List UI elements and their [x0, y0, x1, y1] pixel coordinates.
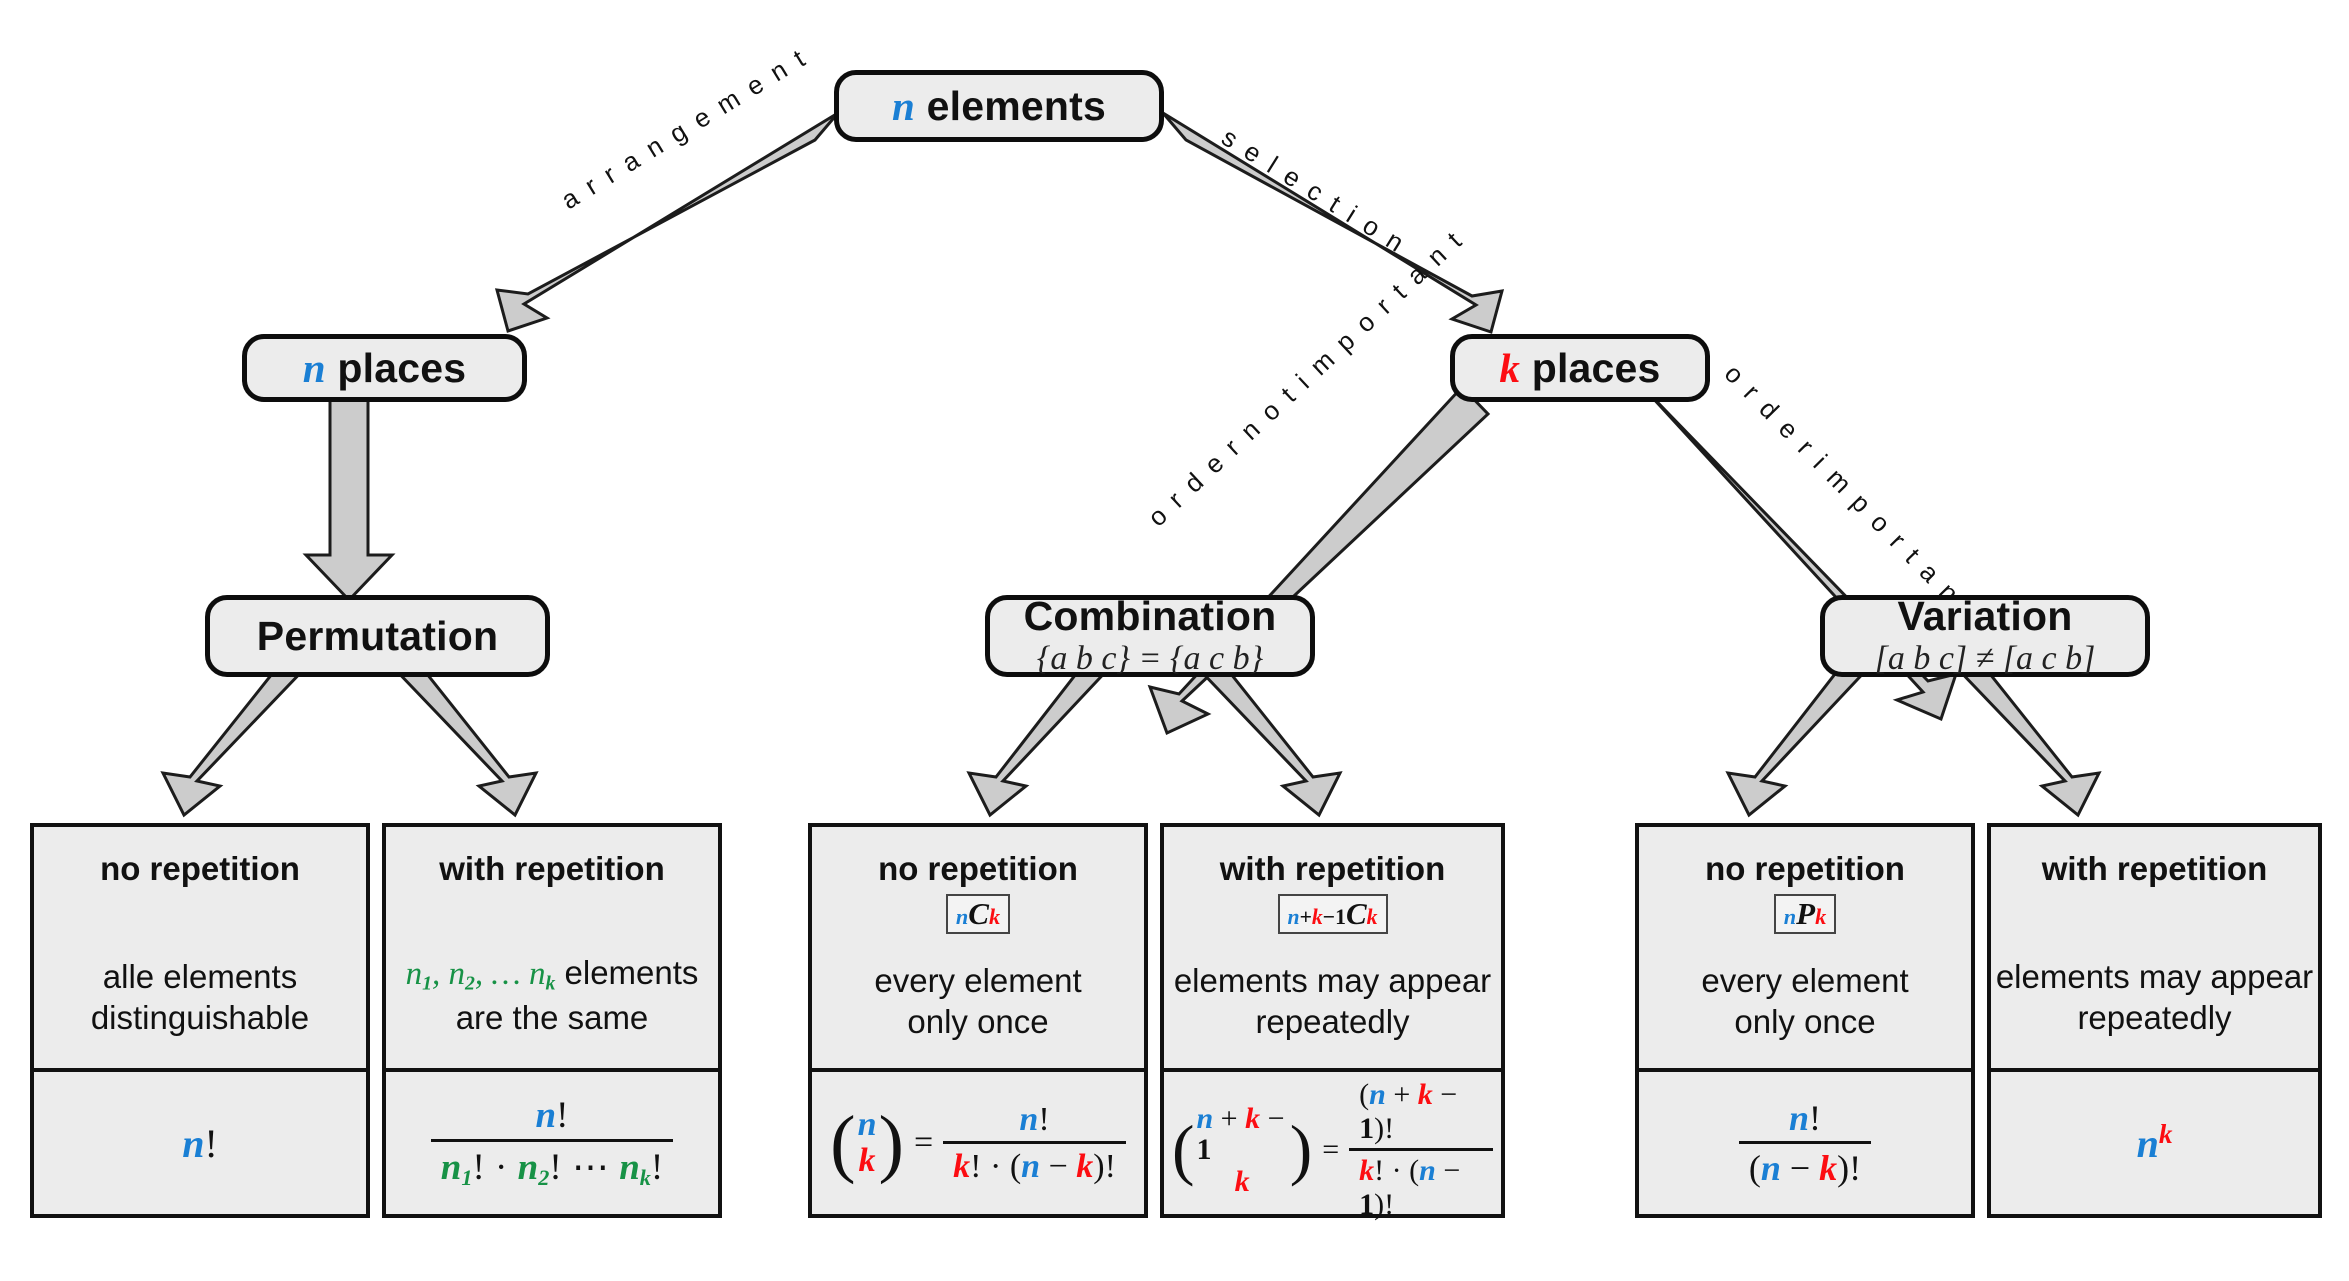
node-n-elements-label: n elements: [892, 82, 1106, 130]
leaf-header: no repetition: [1705, 850, 1905, 887]
node-permutation[interactable]: Permutation: [205, 595, 550, 677]
edge-order-not-important: [1147, 384, 1491, 736]
leaf-symbol-nCk: nCk: [945, 893, 1011, 934]
node-variation-label: Variation: [1897, 592, 2073, 639]
edge-combination-right: [1190, 662, 1343, 818]
edge-label-order-important: o r d e r i m p o r t a n t: [1718, 358, 1982, 625]
leaf-formula: n!: [182, 1120, 218, 1166]
leaf-header: with repetition: [2041, 850, 2268, 887]
leaf-symbol-npkm1Ck: n+k−1Ck: [1277, 893, 1388, 934]
leaf-formula: n! (n − k)!: [1639, 1072, 1971, 1214]
edge-permutation-left: [160, 662, 313, 818]
node-k-places[interactable]: k places: [1450, 334, 1710, 402]
node-n-elements-text: elements: [915, 83, 1106, 129]
node-variation[interactable]: Variation [a b c] ≠ [a c b]: [1820, 592, 2150, 678]
leaf-header: with repetition: [439, 850, 665, 887]
leaf-header: no repetition: [878, 850, 1078, 887]
edge-permutation-right: [386, 662, 539, 818]
leaf-symbol-nPk: nPk: [1773, 893, 1837, 934]
edge-variation-right: [1949, 662, 2102, 818]
leaf-header: no repetition: [100, 850, 300, 887]
edge-n-places-to-permutation: [302, 380, 396, 603]
variable-n: n: [302, 345, 326, 391]
leaf-combination-with-repetition[interactable]: with repetition n+k−1Ck elements may app…: [1160, 823, 1505, 1221]
edge-selection: [1161, 111, 1505, 334]
variable-n: n: [892, 83, 916, 129]
edge-label-order-not-important: o r d e r n o t i m p o r t a n t: [1141, 224, 1470, 533]
edge-combination-left: [966, 662, 1117, 818]
node-n-elements[interactable]: n elements: [834, 70, 1164, 142]
node-combination[interactable]: Combination {a b c} = {a c b}: [985, 592, 1315, 678]
node-k-places-label: k places: [1499, 344, 1660, 392]
edge-label-selection: s e l e c t i o n: [1216, 121, 1412, 260]
node-n-places-text: places: [325, 345, 467, 391]
variable-k: k: [1499, 345, 1521, 391]
node-variation-sub: [a b c] ≠ [a c b]: [1874, 640, 2096, 678]
node-combination-label: Combination: [1023, 592, 1277, 639]
node-combination-sub: {a b c} = {a c b}: [1036, 640, 1264, 678]
leaf-upper: with repetition n+k−1Ck elements may app…: [1164, 827, 1501, 1072]
edge-variation-left: [1725, 662, 1876, 818]
edge-label-arrangement: a r r a n g e m e n t: [555, 41, 813, 216]
node-n-places[interactable]: n places: [242, 334, 527, 402]
leaf-formula: nk: [2136, 1118, 2173, 1167]
leaf-header: with repetition: [1219, 850, 1446, 887]
leaf-formula: n! n1! · n2! ⋯ nk!: [386, 1072, 718, 1214]
node-permutation-label: Permutation: [256, 612, 499, 659]
node-n-places-label: n places: [303, 344, 466, 392]
node-k-places-text: places: [1520, 345, 1661, 391]
